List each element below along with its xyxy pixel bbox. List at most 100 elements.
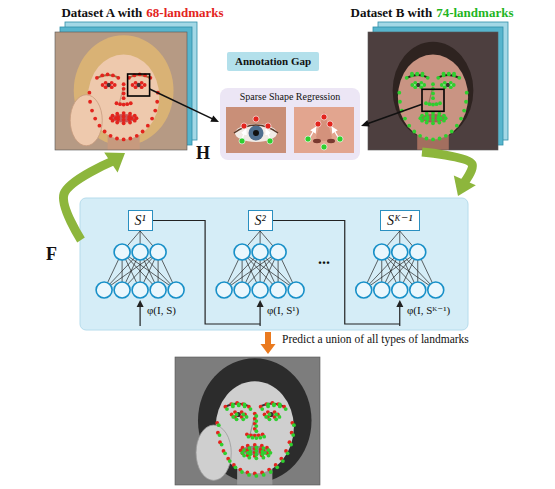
neuron [132, 282, 148, 298]
crop-ground [226, 107, 286, 153]
landmark-dot [267, 138, 273, 144]
landmark-dot [242, 448, 246, 452]
landmark-dot [424, 101, 428, 105]
neuron [270, 244, 286, 260]
landmark-dot [241, 417, 245, 421]
neuron [374, 244, 390, 260]
landmark-dot [464, 100, 468, 104]
landmark-dot [217, 423, 221, 427]
landmark-dot [431, 115, 435, 119]
landmark-dot [459, 117, 463, 121]
landmark-dot [116, 115, 120, 119]
landmark-dot [267, 454, 271, 458]
shape-box: S² [248, 210, 273, 231]
landmark-dot [289, 443, 293, 447]
landmark-dot [100, 73, 104, 77]
neuron [96, 282, 112, 298]
landmark-dot [235, 417, 239, 421]
landmark-dot [115, 137, 119, 141]
landmark-dot [113, 83, 117, 87]
landmark-dot [122, 96, 126, 100]
landmark-dot [146, 124, 150, 128]
landmark-dot [129, 101, 133, 105]
neural-net [216, 221, 400, 327]
landmark-dot [415, 72, 419, 76]
landmark-dot [245, 415, 249, 419]
landmark-dot [103, 130, 107, 134]
neuron [234, 282, 250, 298]
landmark-dot [410, 72, 414, 76]
feature-label: φ(I, S¹) [267, 304, 299, 317]
neuron [114, 282, 130, 298]
brow [261, 404, 284, 407]
landmark-dot [128, 137, 132, 141]
neuron [392, 244, 408, 260]
landmark-dot [265, 123, 271, 129]
landmark-dot [442, 72, 446, 76]
landmark-dot [261, 456, 265, 460]
photo-ground [175, 357, 320, 485]
landmark-dot [412, 130, 416, 134]
neuron [150, 244, 166, 260]
landmark-dot [450, 130, 454, 134]
shape-symbol: S² [255, 213, 266, 228]
net-weight [364, 252, 418, 290]
nose [119, 86, 128, 103]
landmark-dot [115, 101, 119, 105]
zoom-square [422, 89, 444, 111]
landmark-dot [321, 144, 327, 150]
landmark-dot [134, 81, 138, 85]
mapping-letter: H [196, 143, 210, 164]
box-label: Sparse Shape Regression [226, 91, 354, 103]
arrow-head [454, 176, 476, 196]
landmark-dot [418, 134, 422, 138]
landmark-dot [231, 415, 235, 419]
nostril [327, 139, 335, 143]
landmark-dot [247, 446, 251, 450]
landmark-dot [426, 76, 430, 80]
ellipsis: ... [318, 250, 330, 268]
neuron [374, 282, 390, 298]
landmark-dot [116, 76, 120, 80]
landmark-dot [413, 81, 417, 85]
input-arrow [260, 306, 261, 326]
input-arrow [399, 306, 400, 326]
landmark-dot [118, 102, 122, 106]
landmark-dot [122, 111, 126, 115]
net-weight [224, 252, 278, 290]
landmark-dot [134, 85, 138, 89]
landmark-dot [403, 117, 407, 121]
photo-content [55, 32, 187, 150]
landmark-dot [438, 101, 442, 105]
landmark-dot [397, 91, 401, 95]
iris [249, 126, 264, 141]
landmark-dot [438, 137, 442, 141]
landmark-dot [239, 138, 245, 144]
dataset-heading: 74-landmarks [436, 5, 513, 20]
landmark-dot [155, 100, 159, 104]
landmark-dot [106, 72, 110, 76]
landmark-dot [125, 102, 129, 106]
landmark-dot [447, 72, 451, 76]
zoom-arrow [367, 104, 422, 124]
landmark-dot [268, 413, 272, 417]
landmark-dot [115, 112, 119, 116]
landmark-dot [428, 102, 432, 106]
neuron [168, 282, 184, 298]
landmark-dot [405, 76, 409, 80]
dataset-heading: 68-landmarks [146, 5, 223, 20]
landmark-dot [281, 459, 285, 463]
arrow-head [137, 300, 144, 307]
pupil [253, 130, 259, 136]
neuron [132, 244, 148, 260]
landmark-dot [111, 73, 115, 77]
landmark-dot [305, 136, 311, 142]
nose-shape [316, 111, 332, 141]
landmark-dot [122, 121, 126, 125]
landmark-dot [443, 81, 447, 85]
landmark-dot [425, 137, 429, 141]
dataset-heading: Dataset B with [351, 5, 433, 20]
landmark-dot [315, 121, 321, 127]
